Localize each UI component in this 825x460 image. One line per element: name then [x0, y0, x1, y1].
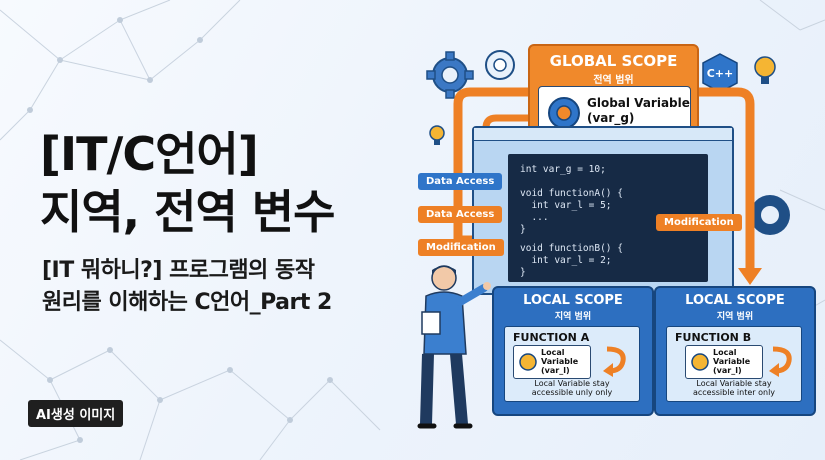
local-variable-name: (var_l)	[713, 366, 742, 375]
function-a-title: FUNCTION A	[513, 331, 590, 344]
local-scope-subtitle: 지역 범위	[716, 312, 754, 322]
gear-icon	[485, 50, 515, 80]
window-titlebar	[474, 128, 732, 141]
code-line: int var_l = 2;	[520, 255, 612, 266]
code-line: void functionA() {	[520, 188, 623, 199]
global-scope-title: GLOBAL SCOPE	[549, 52, 678, 70]
function-a-note: accessible unly only	[531, 388, 613, 397]
local-scope-title: LOCAL SCOPE	[685, 293, 785, 308]
lightbulb-icon	[429, 125, 445, 145]
loop-arrow-icon	[603, 346, 626, 377]
function-b-note: accessible inter only	[692, 388, 776, 397]
gear-icon	[750, 195, 790, 235]
local-scope-title: LOCAL SCOPE	[523, 293, 623, 308]
cpp-logo-text: C++	[707, 67, 734, 80]
lightbulb-icon	[691, 353, 709, 371]
local-variable-card: Local Variable (var_l)	[513, 345, 591, 379]
function-b-title: FUNCTION B	[675, 331, 752, 344]
local-scope-subtitle: 지역 범위	[554, 312, 592, 322]
code-line: int var_l = 5;	[520, 200, 612, 211]
code-line: ...	[520, 212, 549, 223]
modification-label: Modification	[656, 214, 742, 231]
lightbulb-icon	[519, 353, 537, 371]
data-access-label: Data Access	[418, 173, 503, 190]
local-variable-card: Local Variable (var_l)	[685, 345, 763, 379]
subtitle-line1: [IT 뭐하니?] 프로그램의 동작	[42, 258, 315, 283]
code-line: }	[520, 267, 526, 278]
local-scope-b-box: LOCAL SCOPE 지역 범위 FUNCTION B Local Varia…	[654, 286, 816, 416]
global-scope-subtitle: 전역 범위	[593, 75, 634, 86]
global-variable-label: Global Variable	[587, 96, 690, 110]
local-variable-label: Variable	[713, 357, 751, 366]
loop-arrow-icon	[769, 346, 792, 377]
function-b-note: Local Variable stay	[696, 379, 772, 388]
code-line: }	[520, 224, 526, 235]
local-variable-name: (var_l)	[541, 366, 570, 375]
page-title-line2: 지역, 전역 변수	[40, 185, 335, 239]
lightbulb-icon	[754, 56, 776, 84]
page-title-line1: [IT/C언어]	[40, 127, 259, 181]
cpp-logo-icon: C++	[702, 53, 738, 93]
function-a-box: FUNCTION A Local Variable (var_l) Local …	[504, 326, 640, 402]
local-variable-label: Local	[713, 348, 737, 357]
local-variable-label: Local	[541, 348, 565, 357]
data-access-label: Data Access	[418, 206, 503, 223]
global-variable-name: (var_g)	[587, 111, 635, 125]
gear-icon	[426, 51, 474, 99]
local-variable-label: Variable	[541, 357, 579, 366]
modification-label: Modification	[418, 239, 504, 256]
person-figure	[417, 265, 491, 429]
local-scope-a-box: LOCAL SCOPE 지역 범위 FUNCTION A Local Varia…	[492, 286, 654, 416]
code-line: void functionB() {	[520, 243, 623, 254]
function-b-box: FUNCTION B Local Variable (var_l) Local …	[666, 326, 802, 402]
ai-generated-badge: AI생성 이미지	[28, 400, 124, 427]
subtitle-line2: 원리를 이해하는 C언어_Part 2	[42, 290, 332, 315]
function-a-note: Local Variable stay	[534, 379, 610, 388]
code-line: int var_g = 10;	[520, 164, 606, 175]
